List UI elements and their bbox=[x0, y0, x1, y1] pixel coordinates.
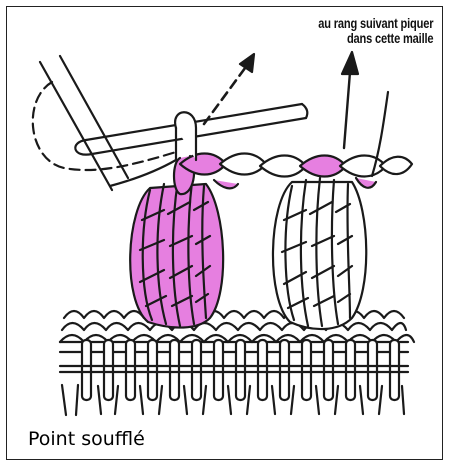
instruction-annotation: au rang suivant piquer dans cette maille bbox=[318, 16, 433, 46]
annotation-line-2: dans cette maille bbox=[318, 31, 433, 46]
puff-stitch-highlighted bbox=[130, 156, 223, 328]
annotation-line-1: au rang suivant piquer bbox=[318, 16, 433, 31]
figure-caption: Point soufflé bbox=[28, 428, 145, 450]
puff-stitch-plain bbox=[273, 178, 366, 329]
arrow-up-icon bbox=[342, 52, 358, 148]
foundation-rows bbox=[60, 311, 414, 415]
